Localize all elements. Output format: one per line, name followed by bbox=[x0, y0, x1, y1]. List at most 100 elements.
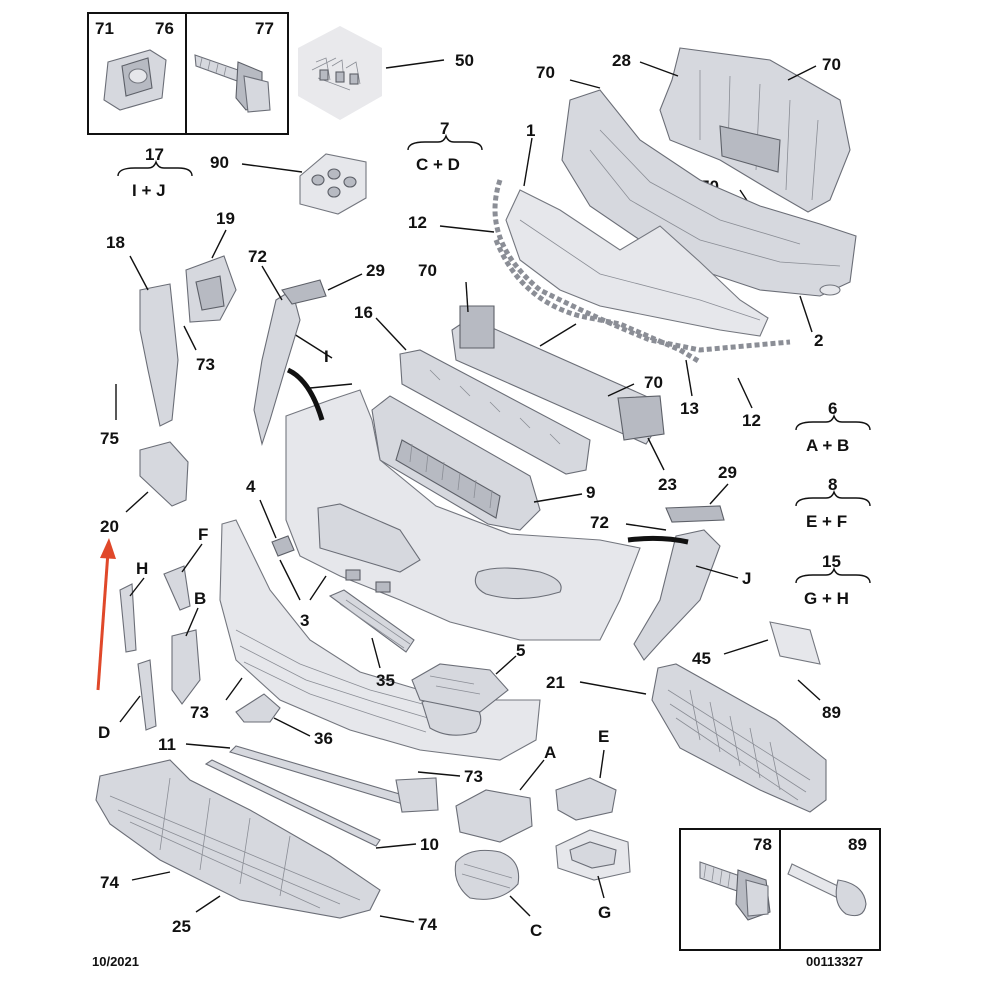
kit-90: 90 bbox=[210, 153, 367, 215]
label-3: 3 bbox=[300, 611, 309, 630]
label-13: 13 bbox=[680, 399, 699, 418]
fastener-box-top: 71 76 77 bbox=[87, 12, 289, 135]
highlight-arrow bbox=[96, 538, 116, 691]
part-25-undertray: 74 74 25 bbox=[95, 759, 437, 936]
label-10: 10 bbox=[420, 835, 439, 854]
label-78: 78 bbox=[753, 835, 772, 854]
label-73-lower-left: 73 bbox=[190, 703, 209, 722]
part-2-grille-frame: 2 bbox=[561, 89, 857, 350]
label-71: 71 bbox=[95, 19, 114, 38]
label-12-upper: 12 bbox=[408, 213, 427, 232]
part-3-bumper-cover: I 3 bbox=[279, 333, 641, 641]
part-16-absorber: 16 bbox=[354, 303, 591, 475]
group-number-6: 6 bbox=[828, 399, 837, 418]
label-4: 4 bbox=[246, 477, 256, 496]
group-7: 7 C + D bbox=[407, 119, 483, 174]
part-1-upper-panel: 1 bbox=[505, 121, 769, 337]
label-35: 35 bbox=[376, 671, 395, 690]
label-H: H bbox=[136, 559, 148, 578]
label-D: D bbox=[98, 723, 110, 742]
right-brackets: 72 29 J bbox=[590, 463, 751, 661]
label-73-upper-left: 73 bbox=[196, 355, 215, 374]
label-21: 21 bbox=[546, 673, 565, 692]
label-70-beam-left: 70 bbox=[418, 261, 437, 280]
part-20: 20 bbox=[100, 441, 189, 536]
label-J: J bbox=[742, 569, 751, 588]
label-50: 50 bbox=[455, 51, 474, 70]
kit-50: 50 bbox=[298, 26, 474, 120]
label-18: 18 bbox=[106, 233, 125, 252]
group-letters-17: I + J bbox=[132, 181, 166, 200]
label-73-lower-mid: 73 bbox=[464, 767, 483, 786]
label-90: 90 bbox=[210, 153, 229, 172]
label-16: 16 bbox=[354, 303, 373, 322]
label-74-right: 74 bbox=[418, 915, 437, 934]
group-6: 6 A + B bbox=[795, 399, 871, 455]
label-28: 28 bbox=[612, 51, 631, 70]
label-74-left: 74 bbox=[100, 873, 119, 892]
part-11-10-strips: 11 10 73 bbox=[158, 735, 483, 854]
label-C: C bbox=[530, 921, 542, 940]
label-E: E bbox=[598, 727, 609, 746]
group-number-15: 15 bbox=[822, 552, 841, 571]
part-21-lower-grille: 21 bbox=[546, 663, 827, 813]
part-45-89: 45 89 bbox=[692, 621, 841, 722]
group-17: 17 I + J bbox=[117, 145, 193, 200]
label-76: 76 bbox=[155, 19, 174, 38]
group-letters-7: C + D bbox=[416, 155, 460, 174]
part-36: 36 bbox=[235, 693, 333, 748]
part-5: 5 bbox=[411, 641, 525, 713]
group-8: 8 E + F bbox=[795, 475, 871, 531]
reference-code: 00113327 bbox=[806, 954, 863, 969]
label-70-top-right: 70 bbox=[822, 55, 841, 74]
label-5: 5 bbox=[516, 641, 525, 660]
label-12-lower: 12 bbox=[742, 411, 761, 430]
group-letters-15: G + H bbox=[804, 589, 849, 608]
plastic-rivet-icon bbox=[787, 863, 867, 917]
label-B: B bbox=[194, 589, 206, 608]
label-70-beam-right: 70 bbox=[644, 373, 663, 392]
label-25: 25 bbox=[172, 917, 191, 936]
part-4: 4 bbox=[246, 477, 295, 557]
label-29-left: 29 bbox=[366, 261, 385, 280]
part-28-upper-support: 28 70 70 70 bbox=[536, 47, 851, 215]
label-45: 45 bbox=[692, 649, 711, 668]
part-9-center-grille: 9 bbox=[371, 395, 595, 531]
trim-parts: A E C G bbox=[454, 727, 631, 940]
label-89-right: 89 bbox=[822, 703, 841, 722]
label-F: F bbox=[198, 525, 208, 544]
label-G: G bbox=[598, 903, 611, 922]
label-19: 19 bbox=[216, 209, 235, 228]
label-77: 77 bbox=[255, 19, 274, 38]
label-23: 23 bbox=[658, 475, 677, 494]
clip-nut-icon bbox=[103, 49, 167, 111]
label-A: A bbox=[544, 743, 556, 762]
label-2: 2 bbox=[814, 331, 823, 350]
label-36: 36 bbox=[314, 729, 333, 748]
label-I-bumper: I bbox=[324, 347, 329, 366]
date-code: 10/2021 bbox=[92, 954, 139, 969]
part-23-impact-beam: 70 70 23 bbox=[418, 261, 677, 494]
label-29-right: 29 bbox=[718, 463, 737, 482]
bolt-icon bbox=[194, 54, 271, 113]
label-72-left: 72 bbox=[248, 247, 267, 266]
fastener-box-bottom: 78 89 bbox=[679, 828, 881, 951]
label-75: 75 bbox=[100, 429, 119, 448]
group-15: 15 G + H bbox=[795, 552, 871, 608]
label-11: 11 bbox=[158, 735, 176, 754]
label-72-right: 72 bbox=[590, 513, 609, 532]
label-89-box: 89 bbox=[848, 835, 867, 854]
group-number-8: 8 bbox=[828, 475, 837, 494]
group-number-17: 17 bbox=[145, 145, 164, 164]
group-letters-8: E + F bbox=[806, 512, 847, 531]
label-20: 20 bbox=[100, 517, 119, 536]
label-9: 9 bbox=[586, 483, 595, 502]
left-brackets: 18 19 73 75 72 29 bbox=[100, 209, 385, 448]
label-1: 1 bbox=[526, 121, 535, 140]
group-number-7: 7 bbox=[440, 119, 449, 138]
group-letters-6: A + B bbox=[806, 436, 849, 455]
bolt-flange-icon bbox=[699, 861, 771, 921]
side-pieces-left: F H B D bbox=[98, 525, 208, 742]
label-70-top-left: 70 bbox=[536, 63, 555, 82]
